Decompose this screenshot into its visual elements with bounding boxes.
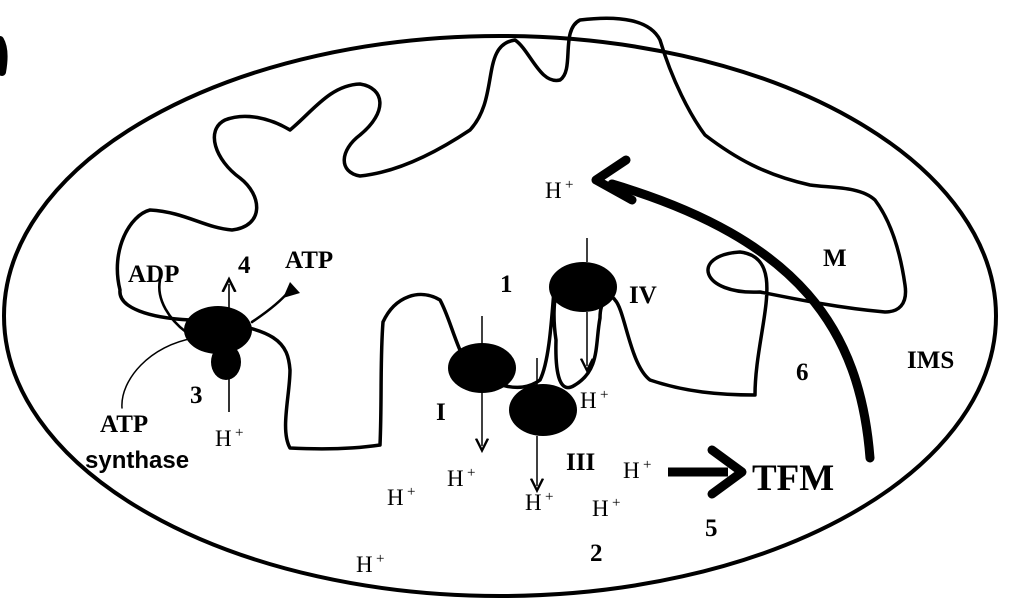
step-4-label: 4: [238, 252, 251, 279]
proton-h: H: [545, 178, 562, 203]
proton-plus: +: [643, 457, 651, 473]
proton-label: H +: [623, 457, 651, 483]
proton-plus: +: [235, 425, 243, 441]
complex-iii-label: III: [566, 449, 595, 476]
complex-iv-body: [549, 262, 617, 312]
step-6-label: 6: [796, 359, 809, 386]
proton-h: H: [623, 458, 640, 483]
atp-synthase-stalk: [211, 344, 241, 380]
atp-label: ATP: [285, 247, 333, 274]
proton-plus: +: [600, 387, 608, 403]
atp-synthase-pointer: [122, 338, 195, 408]
proton-return-arrow: [612, 184, 870, 458]
step-1-label: 1: [500, 271, 513, 298]
proton-h: H: [387, 485, 404, 510]
proton-label: H +: [447, 465, 475, 491]
complex-i-label: I: [436, 399, 446, 426]
step-5-label: 5: [705, 515, 718, 542]
complex-iv-label: IV: [629, 282, 657, 309]
proton-plus: +: [545, 489, 553, 505]
edge-arc: [0, 40, 4, 72]
proton-label: H +: [356, 551, 384, 577]
tfm-label: TFM: [752, 458, 834, 499]
atp-synthase-curve-right: [252, 290, 290, 322]
step-2-label: 2: [590, 540, 603, 567]
proton-label: H +: [592, 495, 620, 521]
ims-label: IMS: [907, 347, 954, 374]
proton-h: H: [580, 388, 597, 413]
proton-h: H: [215, 426, 232, 451]
proton-label: H +: [525, 489, 553, 515]
atp-synthase-label-line1: ATP: [100, 411, 148, 438]
proton-label: H +: [580, 387, 608, 413]
complex-i-body: [448, 343, 516, 393]
proton-label: H +: [387, 484, 415, 510]
proton-h: H: [356, 552, 373, 577]
proton-h: H: [592, 496, 609, 521]
proton-plus: +: [565, 177, 573, 193]
proton-plus: +: [376, 551, 384, 567]
proton-h: H: [525, 490, 542, 515]
atp-synthase-label-line2: synthase: [85, 447, 189, 474]
atp-arrowhead: [283, 282, 300, 298]
proton-plus: +: [407, 484, 415, 500]
complex-iii-body: [509, 384, 577, 436]
proton-plus: +: [612, 495, 620, 511]
proton-label: H +: [215, 425, 243, 451]
adp-label: ADP: [128, 261, 179, 288]
proton-label: H +: [545, 177, 573, 203]
proton-plus: +: [467, 465, 475, 481]
inner-membrane: [117, 18, 905, 449]
step-3-label: 3: [190, 382, 203, 409]
proton-h: H: [447, 466, 464, 491]
matrix-label: M: [823, 245, 847, 272]
